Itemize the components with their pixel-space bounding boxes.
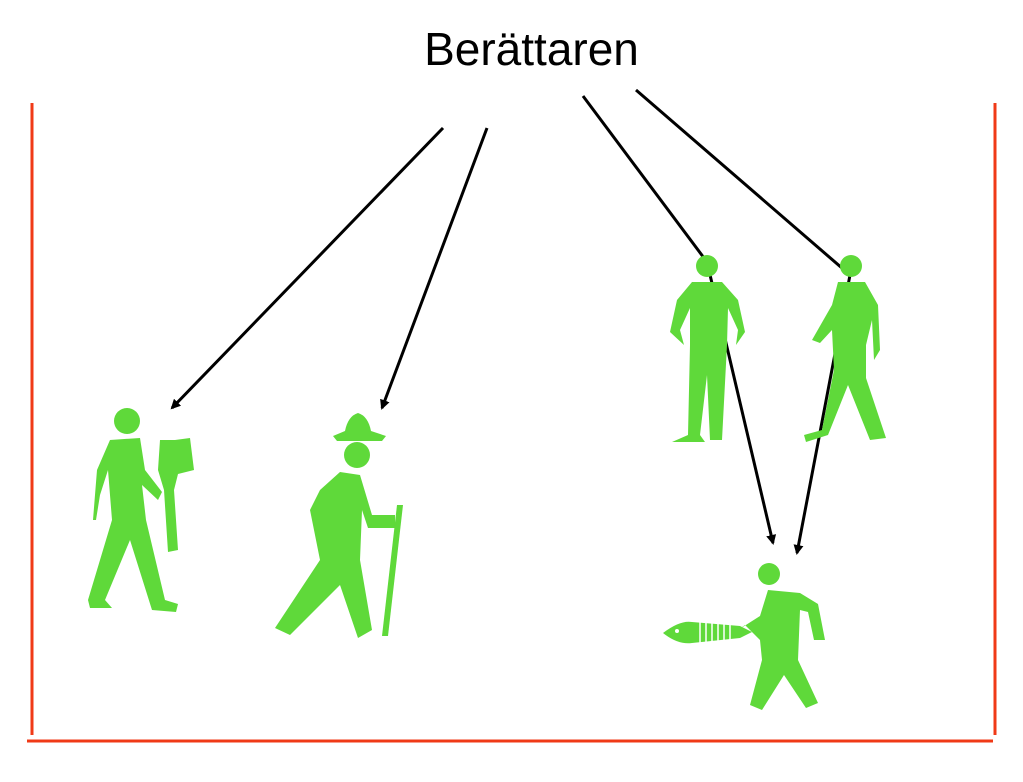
narrator-title: Berättaren <box>424 23 639 75</box>
walking-man-icon <box>804 255 886 442</box>
standing-man-icon <box>670 255 745 442</box>
arrow-to-hiker <box>380 127 489 410</box>
man-with-axe-icon <box>88 408 194 612</box>
frame <box>27 103 997 743</box>
hiker-with-hat-and-stick-icon <box>275 413 403 638</box>
man-carrying-fish-icon <box>663 563 825 710</box>
arrow-via-walking-man-to-fish-man <box>635 88 852 555</box>
arrow-to-axe-man <box>170 126 445 410</box>
